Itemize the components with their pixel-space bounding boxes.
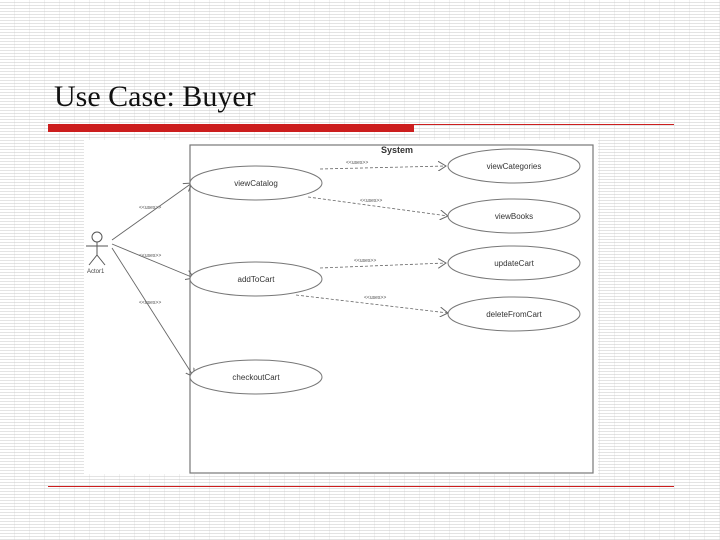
use-case-label-view-books: viewBooks bbox=[495, 212, 533, 221]
association-view-catalog bbox=[111, 183, 192, 241]
use-case-update-cart: updateCart bbox=[447, 245, 581, 281]
relation-view-books bbox=[307, 196, 448, 216]
use-case-add-to-cart: addToCart bbox=[189, 261, 323, 297]
relation-update-cart bbox=[319, 263, 446, 269]
relation-view-categories bbox=[319, 166, 446, 169]
slide-title: Use Case: Buyer bbox=[54, 80, 256, 113]
association-label-add-to-cart: <<uses>> bbox=[139, 253, 161, 259]
actor-figure bbox=[86, 231, 108, 266]
actor-associations bbox=[111, 183, 194, 377]
association-label-view-catalog: <<uses>> bbox=[139, 205, 161, 211]
relation-label-view-books: <<uses>> bbox=[360, 198, 382, 204]
use-case-label-view-catalog: viewCatalog bbox=[234, 179, 278, 188]
relation-delete-from-cart bbox=[295, 294, 448, 313]
relation-label-view-categories: <<uses>> bbox=[346, 160, 368, 166]
diagram-canvas: System Actor1 <<uses>> <<uses>> <<uses>>… bbox=[86, 144, 594, 474]
use-case-label-add-to-cart: addToCart bbox=[238, 275, 276, 284]
association-checkout-cart bbox=[111, 247, 194, 377]
relation-label-delete-from-cart: <<uses>> bbox=[364, 295, 386, 301]
footer-divider-line bbox=[48, 486, 674, 487]
use-case-label-update-cart: updateCart bbox=[494, 259, 534, 268]
actor-label: Actor1 bbox=[87, 269, 105, 275]
association-add-to-cart bbox=[111, 243, 194, 278]
use-case-checkout-cart: checkoutCart bbox=[189, 359, 323, 395]
title-divider-line bbox=[414, 124, 674, 125]
relation-label-update-cart: <<uses>> bbox=[354, 258, 376, 264]
use-case-label-checkout-cart: checkoutCart bbox=[232, 373, 280, 382]
use-case-view-books: viewBooks bbox=[447, 198, 581, 234]
use-case-label-delete-from-cart: deleteFromCart bbox=[486, 310, 542, 319]
system-label: System bbox=[381, 145, 413, 155]
uses-relations bbox=[295, 166, 448, 313]
use-case-delete-from-cart: deleteFromCart bbox=[447, 296, 581, 332]
use-case-view-categories: viewCategories bbox=[447, 148, 581, 184]
title-accent-bar bbox=[48, 124, 414, 132]
use-case-diagram: System Actor1 <<uses>> <<uses>> <<uses>>… bbox=[84, 140, 598, 474]
use-case-view-catalog: viewCatalog bbox=[189, 165, 323, 201]
association-label-checkout-cart: <<uses>> bbox=[139, 300, 161, 306]
use-case-label-view-categories: viewCategories bbox=[487, 162, 542, 171]
